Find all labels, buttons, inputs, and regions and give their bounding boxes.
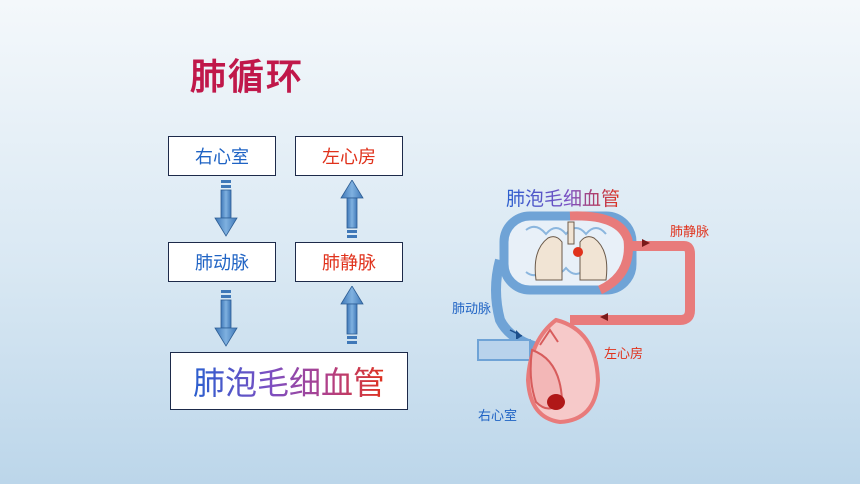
box-pulmonary-artery-label: 肺动脉 — [195, 253, 249, 274]
heart — [477, 317, 601, 425]
box-alveolar-capillaries-label: 肺泡毛细血管 — [193, 358, 385, 404]
page-title: 肺循环 — [190, 57, 305, 98]
pulmonary-vein-vessel — [570, 241, 695, 325]
right-ventricle-label: 右心室 — [478, 409, 518, 424]
pulmonary-vein-label: 肺静脉 — [670, 225, 710, 240]
capillaries-label: 肺泡毛细血管 — [506, 184, 620, 211]
box-pulmonary-vein-label: 肺静脉 — [322, 253, 376, 274]
box-alveolar-capillaries: 肺泡毛细血管 — [170, 352, 408, 410]
left-atrium-label: 左心房 — [604, 347, 644, 362]
lung-capillary-bed — [499, 211, 637, 295]
arrow-up-icon — [340, 286, 364, 344]
arrow-up-icon — [340, 180, 364, 238]
arrow-down-icon — [214, 290, 238, 347]
pulmonary-circulation-illustration — [477, 211, 695, 425]
pulmonary-artery-label: 肺动脉 — [452, 302, 492, 317]
box-right-ventricle-label: 右心室 — [195, 147, 249, 168]
box-left-atrium: 左心房 — [295, 136, 403, 176]
box-right-ventricle: 右心室 — [168, 136, 276, 176]
arrow-down-icon — [214, 180, 238, 237]
box-pulmonary-artery: 肺动脉 — [168, 242, 276, 282]
box-pulmonary-vein: 肺静脉 — [295, 242, 403, 282]
box-left-atrium-label: 左心房 — [322, 147, 376, 168]
